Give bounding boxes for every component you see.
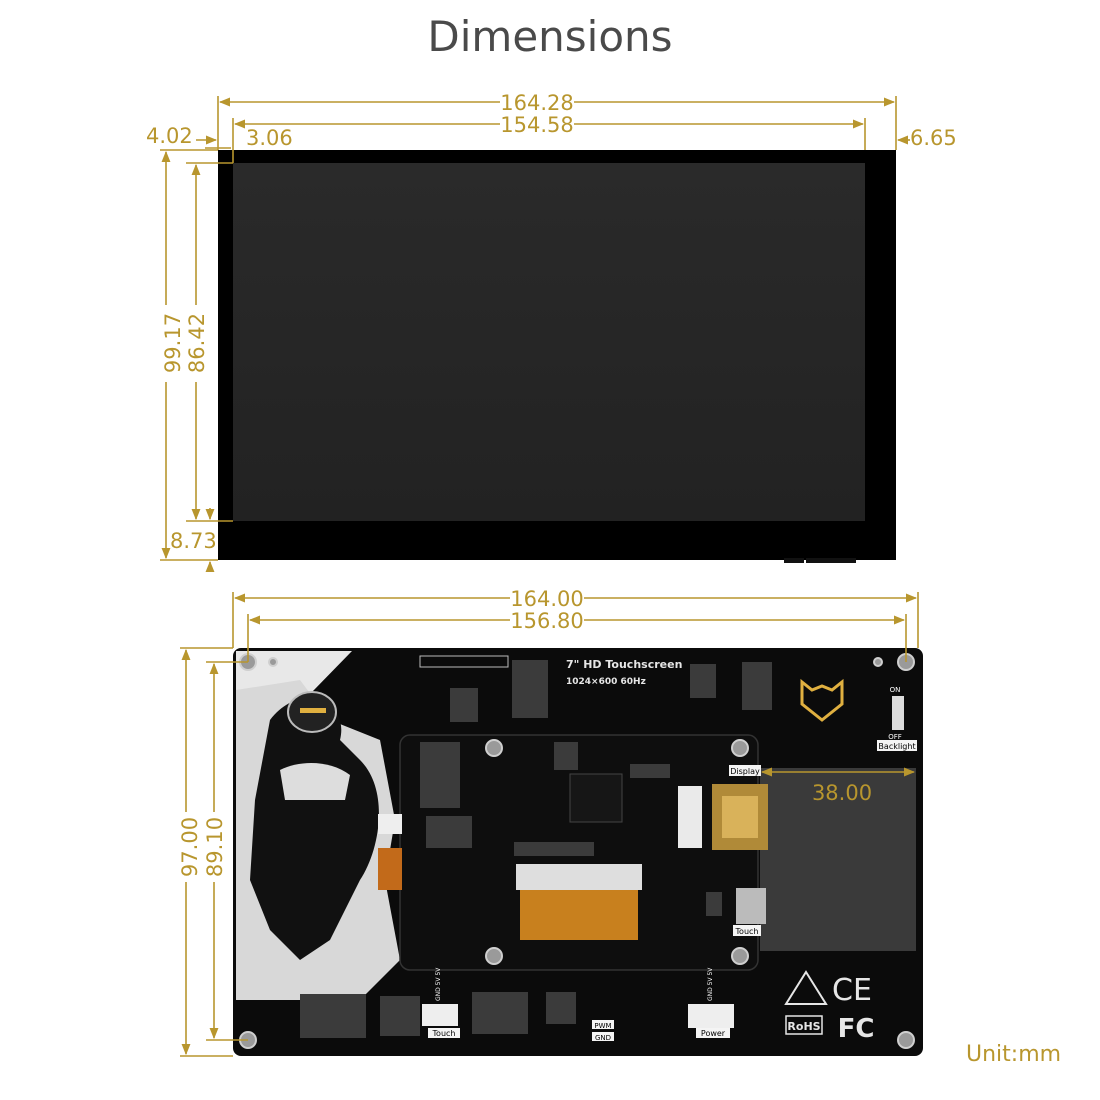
robot-artwork [280,763,350,800]
switch-on-label: ON [890,686,901,694]
front-left-outer-offset-label: 4.02 [146,124,193,148]
smd-chip [554,742,578,770]
power-pin-label: GND 5V 5V [707,967,714,1001]
front-dimension-labels: 164.28 154.58 4.02 3.06 6.65 99.17 86.42… [146,91,957,553]
smd-chip [426,816,472,848]
back-hole-width-label: 156.80 [510,609,583,633]
front-tab [784,558,804,563]
back-overall-width-label: 164.00 [510,587,583,611]
page-title: Dimensions [427,12,673,61]
pwm-label: PWM [594,1022,611,1030]
backlight-panel [760,768,916,951]
main-ic [569,773,623,823]
unit-label: Unit:mm [966,1042,1062,1067]
mounting-holes [239,653,915,1049]
hdmi-connector [722,796,758,838]
side-connector [378,848,402,890]
smd-chip [420,742,460,808]
robot-artwork [300,708,326,713]
smd-chip [546,992,576,1024]
side-connector [378,814,402,834]
fc-mark: FC [838,1014,875,1044]
power-connector-label: Power [701,1029,726,1038]
touch-usb-label: Touch [735,927,759,936]
mounting-hole [731,947,749,965]
back-dimension-labels: 164.00 156.80 97.00 89.10 38.00 [178,587,872,877]
display-label: Display [730,767,760,776]
smd-chip [630,764,670,778]
mounting-hole [873,657,883,667]
front-left-inner-offset-label: 3.06 [246,126,293,150]
touch-connector-label: Touch [432,1029,456,1038]
ce-mark: CE [832,973,872,1008]
front-tab [806,558,856,563]
front-active-screen [233,163,865,521]
power-connector [688,1004,734,1028]
touch-connector [422,1004,458,1026]
smd-chip [742,662,772,710]
backlight-label: Backlight [878,742,915,751]
smd-chip [450,688,478,722]
mounting-hole [485,739,503,757]
pin-header [419,655,509,668]
usb-c-port [736,888,766,924]
robot-artwork [250,698,379,960]
touch-pin-label: GND 5V 5V [435,967,442,1001]
mounting-hole [268,657,278,667]
back-dimensions [180,592,919,1057]
fpc-connector [516,864,642,890]
front-overall-height-label: 99.17 [161,313,185,373]
front-bottom-offset-label: 8.73 [170,529,217,553]
smd-chip [512,660,548,718]
mounting-hole [485,947,503,965]
fpc-cable [520,890,638,940]
panel-width-label: 38.00 [812,781,872,805]
smd-components [300,660,772,1038]
smd-chip [380,996,420,1036]
smd-chip [514,842,594,856]
rohs-label: RoHS [787,1020,820,1033]
mounting-hole [897,1031,915,1049]
backlight-switch [892,696,904,730]
front-active-height-label: 86.42 [185,313,209,373]
smd-chip [706,892,722,916]
smd-chip [690,664,716,698]
back-view [233,648,923,1056]
board-subtitle: 1024×600 60Hz [566,677,646,687]
smd-chip [300,994,366,1038]
brand-logo-icon [800,678,844,722]
front-right-offset-label: 6.65 [910,126,957,150]
mounting-hole [731,739,749,757]
front-dimensions [160,96,910,573]
ffc-connector [678,786,702,848]
front-overall-width-label: 164.28 [500,91,573,115]
board-title: 7" HD Touchscreen [566,658,682,671]
esd-icon [784,970,828,1005]
smd-chip [472,992,528,1034]
back-overall-height-label: 97.00 [178,817,202,877]
gnd-label: GND [595,1034,611,1042]
back-view-labels: 7" HD Touchscreen 1024×600 60Hz Display … [428,658,917,1044]
front-active-width-label: 154.58 [500,113,573,137]
front-view [218,150,896,563]
switch-off-label: OFF [888,733,902,741]
back-hole-height-label: 89.10 [203,817,227,877]
